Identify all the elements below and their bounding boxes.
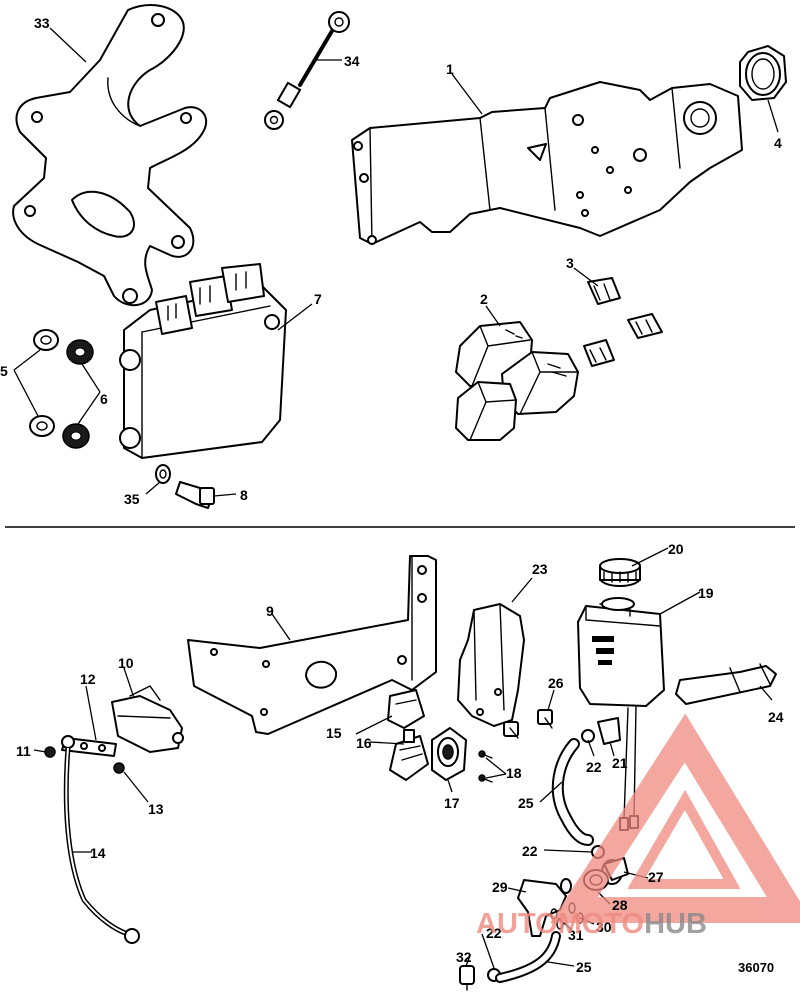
part-2-relays bbox=[455, 321, 579, 441]
callout-9: 9 bbox=[266, 603, 274, 619]
callout-10: 10 bbox=[118, 655, 134, 671]
callout-33: 33 bbox=[34, 15, 50, 31]
callout-28: 28 bbox=[612, 897, 628, 913]
part-14-cable bbox=[61, 735, 140, 944]
callout-22-lower: 22 bbox=[486, 925, 502, 941]
part-20-cap bbox=[599, 558, 641, 587]
part-9-bracket bbox=[187, 555, 437, 735]
part-18-screws bbox=[478, 750, 493, 783]
callout-25-upper: 25 bbox=[518, 795, 534, 811]
watermark-logo: AUTOMOTOHUB bbox=[476, 908, 707, 941]
part-7-ecm-module bbox=[119, 263, 287, 459]
callout-35: 35 bbox=[124, 491, 140, 507]
part-6-grommets bbox=[62, 339, 94, 449]
part-8-bolt bbox=[175, 481, 215, 509]
callout-26: 26 bbox=[548, 675, 564, 691]
callout-34: 34 bbox=[344, 53, 360, 69]
part-16-connector bbox=[389, 729, 429, 781]
watermark-text-secondary: HUB bbox=[644, 908, 707, 940]
part-32-bolt bbox=[459, 965, 475, 991]
callout-22-upper: 22 bbox=[586, 759, 602, 775]
part-21-fitting bbox=[597, 717, 621, 745]
part-15-connector bbox=[387, 689, 425, 729]
callout-12: 12 bbox=[80, 671, 96, 687]
callout-24: 24 bbox=[768, 709, 784, 725]
callout-7: 7 bbox=[314, 291, 322, 307]
part-33-bracket bbox=[12, 4, 208, 306]
callout-16: 16 bbox=[356, 735, 372, 751]
part-1-mounting-bracket bbox=[351, 81, 743, 245]
part-23-bracket bbox=[457, 603, 525, 727]
callout-2: 2 bbox=[480, 291, 488, 307]
callout-18: 18 bbox=[506, 765, 522, 781]
watermark-triangle bbox=[550, 713, 800, 923]
callout-3: 3 bbox=[566, 255, 574, 271]
callout-4: 4 bbox=[774, 135, 782, 151]
callout-21: 21 bbox=[612, 755, 628, 771]
callout-22-middle: 22 bbox=[522, 843, 538, 859]
callout-17: 17 bbox=[444, 795, 460, 811]
callout-6: 6 bbox=[100, 391, 108, 407]
callout-14: 14 bbox=[90, 845, 106, 861]
part-13-screw bbox=[113, 762, 125, 774]
part-29-elbow bbox=[517, 878, 572, 937]
callout-5: 5 bbox=[0, 363, 8, 379]
watermark-text-primary: AUTOMOTO bbox=[476, 908, 645, 940]
part-24-strap bbox=[675, 663, 777, 705]
figure-number: 36070 bbox=[738, 960, 775, 975]
callout-20: 20 bbox=[668, 541, 684, 557]
part-17-breaker bbox=[431, 727, 467, 781]
callout-29: 29 bbox=[492, 879, 508, 895]
part-11-screw bbox=[44, 746, 56, 758]
part-10-sensor bbox=[111, 685, 184, 753]
callout-13: 13 bbox=[148, 801, 164, 817]
callout-31: 31 bbox=[568, 927, 584, 943]
callout-23: 23 bbox=[532, 561, 548, 577]
callout-11: 11 bbox=[16, 743, 31, 759]
part-25-hose-upper bbox=[551, 738, 594, 846]
callout-19: 19 bbox=[698, 585, 714, 601]
part-26-bolts bbox=[503, 709, 553, 739]
callout-27: 27 bbox=[648, 869, 664, 885]
callout-30: 30 bbox=[596, 919, 612, 935]
callout-8: 8 bbox=[240, 487, 248, 503]
callout-1: 1 bbox=[446, 61, 454, 77]
part-4-nut bbox=[739, 45, 787, 101]
part-5-grommets bbox=[29, 329, 59, 437]
callout-25-lower: 25 bbox=[576, 959, 592, 975]
part-25-hose-lower bbox=[495, 931, 561, 983]
callout-15: 15 bbox=[326, 725, 342, 741]
callout-32: 32 bbox=[456, 949, 472, 965]
part-34-cable bbox=[264, 11, 350, 130]
part-3-clips bbox=[583, 277, 663, 367]
part-35-washer bbox=[155, 464, 171, 484]
